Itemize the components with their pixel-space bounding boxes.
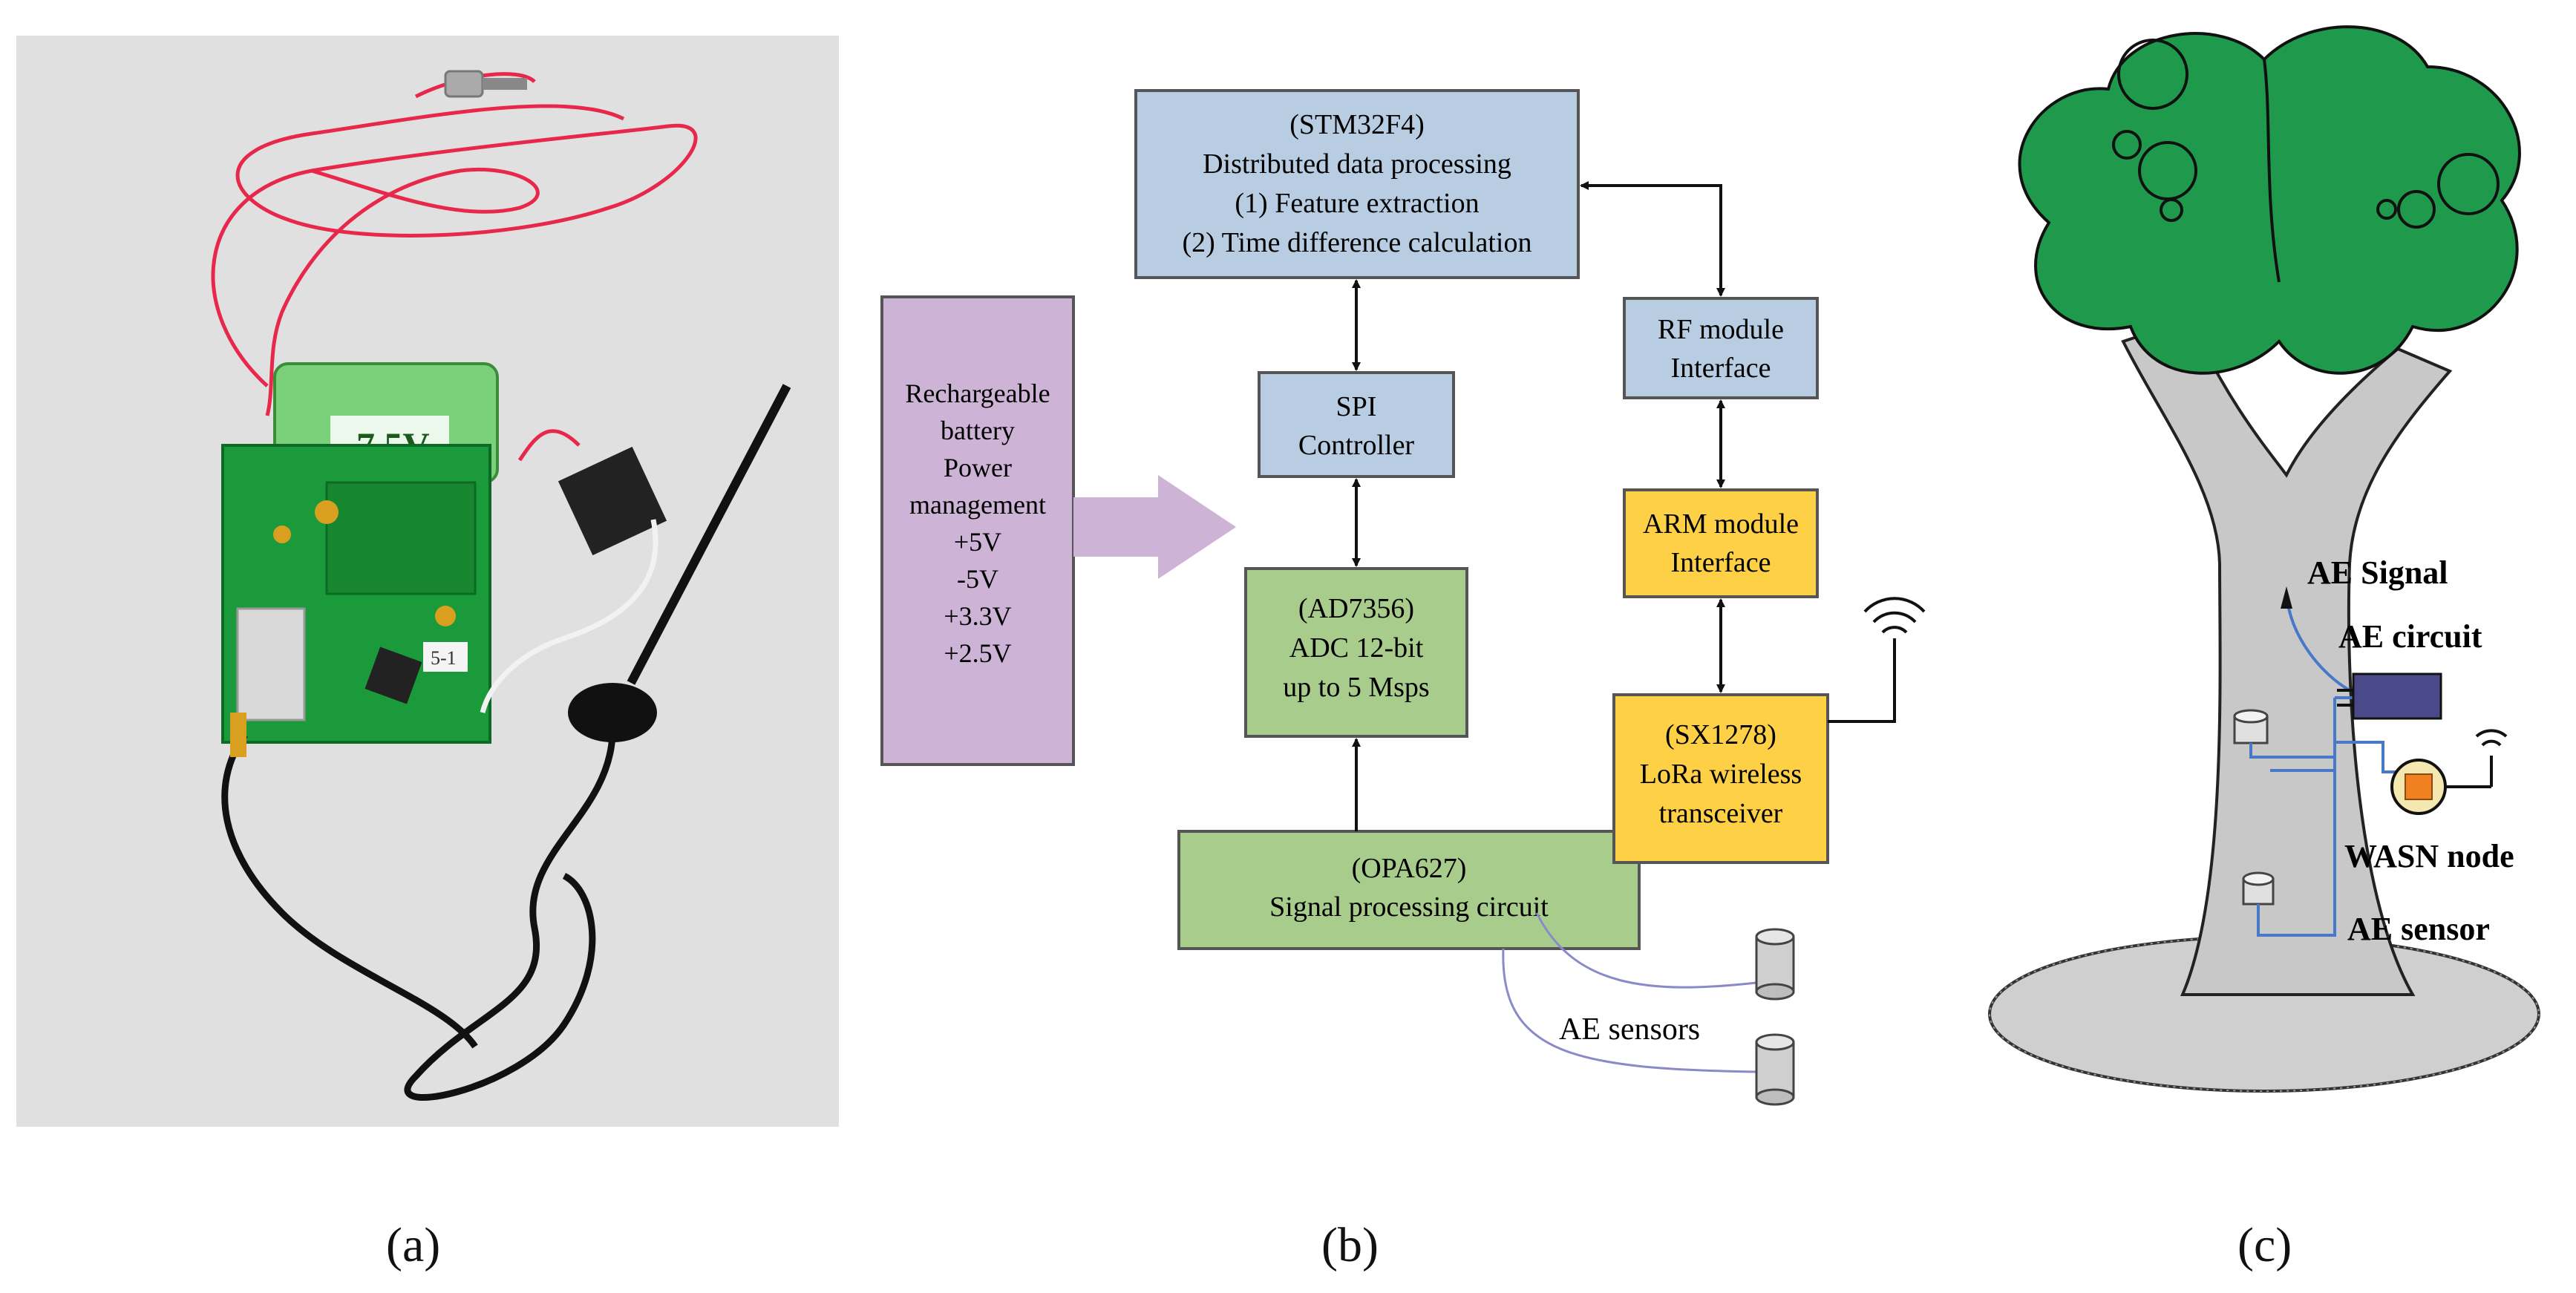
svg-text:(SX1278): (SX1278) — [1665, 719, 1776, 750]
svg-text:Controller: Controller — [1298, 430, 1415, 461]
svg-text:(OPA627): (OPA627) — [1352, 853, 1467, 884]
sensor-wires — [1502, 912, 1757, 1073]
wasn-node — [2390, 756, 2493, 815]
spi-block: SPI Controller — [1258, 371, 1455, 478]
svg-text:(STM32F4): (STM32F4) — [1289, 109, 1425, 140]
svg-text:battery: battery — [941, 416, 1015, 445]
connector-arrows — [1352, 181, 1896, 831]
panel-c: AE Signal AE circuit WASN node AE sensor… — [1938, 0, 2576, 1293]
wireless-icon — [2475, 729, 2508, 747]
svg-text:(AD7356): (AD7356) — [1298, 593, 1414, 624]
svg-text:(1) Feature extraction: (1) Feature extraction — [1235, 188, 1479, 219]
svg-text:+5V: +5V — [954, 527, 1001, 557]
device-photo: 7.5V 5-1 — [16, 36, 839, 1127]
wasn-node-label: WASN node — [2344, 838, 2514, 874]
block-diagram: (STM32F4) Distributed data processing (1… — [880, 89, 1926, 1106]
power-block: Rechargeable battery Power management +5… — [880, 295, 1075, 766]
small-module — [558, 446, 667, 556]
svg-text:Interface: Interface — [1671, 547, 1771, 578]
trunk-sensor-2 — [2242, 871, 2275, 906]
ae-circuit-label: AE circuit — [2338, 618, 2482, 655]
svg-text:-5V: -5V — [957, 564, 998, 594]
foliage-holes — [2112, 39, 2500, 229]
rf-block: RF module Interface — [1623, 297, 1819, 399]
svg-text:LoRa wireless: LoRa wireless — [1640, 759, 1802, 790]
ae-sensor-label: AE sensor — [2347, 911, 2490, 947]
trunk-sensor-1 — [2233, 709, 2269, 744]
svg-text:Distributed data processing: Distributed data processing — [1203, 148, 1511, 180]
ae-sensors-label: AE sensors — [1559, 1012, 1700, 1047]
svg-text:Signal processing circuit: Signal processing circuit — [1269, 891, 1549, 923]
arm-block: ARM module Interface — [1623, 488, 1819, 598]
svg-text:(2) Time difference calculatio: (2) Time difference calculation — [1183, 227, 1532, 258]
svg-text:+3.3V: +3.3V — [944, 601, 1011, 631]
svg-text:ADC 12-bit: ADC 12-bit — [1289, 632, 1424, 664]
board-sticker: 5-1 — [431, 647, 457, 669]
sensor-wiring — [2249, 593, 2435, 937]
svg-text:+2.5V: +2.5V — [944, 638, 1011, 668]
caption-c: (c) — [2237, 1218, 2292, 1272]
adc-block: (AD7356) ADC 12-bit up to 5 Msps — [1244, 567, 1468, 738]
svg-text:transceiver: transceiver — [1659, 798, 1783, 829]
caption-b: (b) — [1321, 1218, 1379, 1272]
tree-illustration: AE Signal AE circuit WASN node AE sensor — [1988, 25, 2540, 1093]
pcb-board: 5-1 — [221, 444, 491, 744]
opa-block: (OPA627) Signal processing circuit — [1177, 830, 1641, 950]
caption-a: (a) — [386, 1218, 441, 1272]
lora-block: (SX1278) LoRa wireless transceiver — [1612, 693, 1829, 864]
ae-sensor-2 — [1755, 1033, 1795, 1106]
ae-sensor-1 — [1755, 928, 1795, 1001]
ae-circuit-box — [2337, 672, 2442, 720]
svg-text:Interface: Interface — [1671, 353, 1771, 384]
power-arrow — [1073, 475, 1236, 579]
stm32-block: (STM32F4) Distributed data processing (1… — [1134, 89, 1580, 279]
panel-a: 7.5V 5-1 (a) — [0, 0, 846, 1293]
svg-text:RF module: RF module — [1658, 314, 1784, 345]
wireless-icon — [1863, 597, 1926, 634]
svg-text:SPI: SPI — [1336, 391, 1377, 422]
red-cable — [211, 72, 698, 416]
svg-text:management: management — [909, 490, 1046, 520]
sma-connector — [444, 70, 484, 98]
svg-text:up to 5 Msps: up to 5 Msps — [1283, 672, 1429, 703]
svg-text:Power: Power — [944, 453, 1012, 482]
panel-b: (STM32F4) Distributed data processing (1… — [846, 0, 1938, 1293]
svg-text:Rechargeable: Rechargeable — [905, 379, 1050, 408]
tree-trunk — [2121, 317, 2453, 996]
antenna — [221, 384, 791, 1101]
svg-text:ARM module: ARM module — [1643, 508, 1799, 540]
ae-signal-label: AE Signal — [2307, 554, 2448, 591]
signal-arrow — [2281, 586, 2292, 609]
